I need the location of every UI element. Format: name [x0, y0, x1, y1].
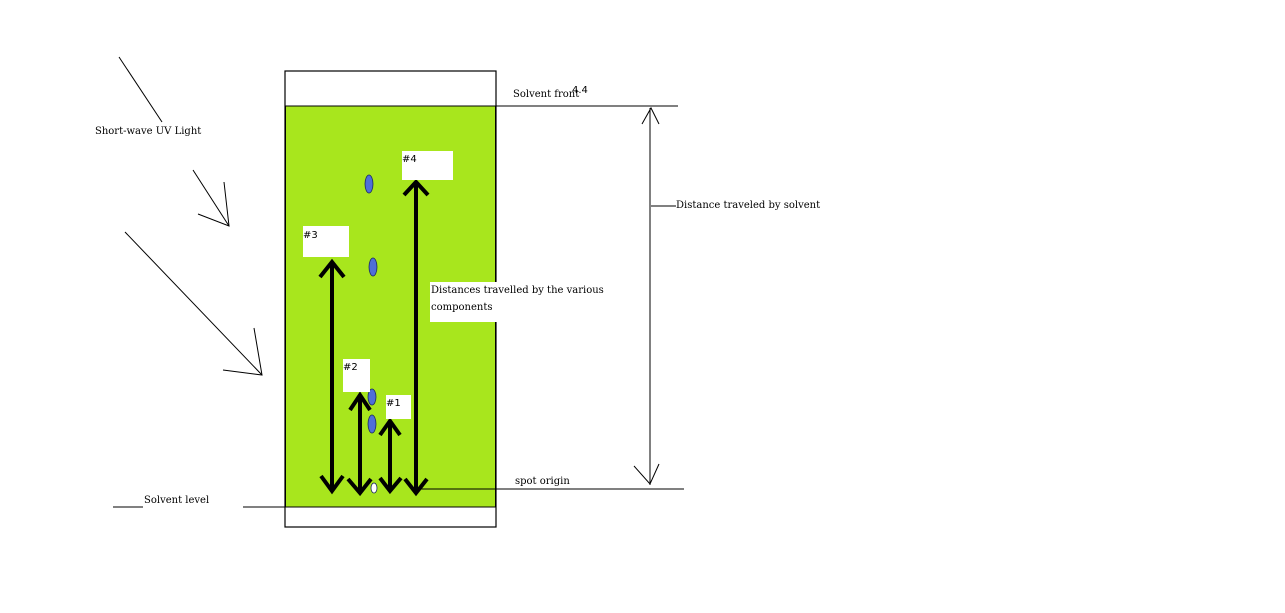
spot-origin-label: spot origin: [515, 476, 570, 487]
svg-text:#4: #4: [402, 154, 417, 165]
component-arrows: [318, 179, 430, 497]
uv-light-label: Short-wave UV Light: [95, 126, 201, 137]
solvent-distance-label: Distance traveled by solvent: [676, 200, 820, 211]
spot-1: [367, 414, 377, 434]
components-distance-label-line1: Distances travelled by the various: [431, 285, 604, 296]
component-label-3: #3: [303, 226, 349, 257]
uv-light-arrows: [118, 56, 263, 376]
solvent-distance-arrow: [633, 106, 676, 485]
solvent-front-label: Solvent front: [513, 89, 579, 100]
spots: [364, 174, 378, 494]
spot-2: [367, 388, 377, 406]
svg-text:#2: #2: [343, 362, 358, 373]
solvent-level-label: Solvent level: [144, 495, 209, 506]
spot-3: [368, 257, 378, 277]
component-label-2: #2: [343, 359, 370, 392]
svg-text:#1: #1: [386, 398, 401, 409]
spot-origin: [370, 482, 378, 494]
component-label-1: #1: [386, 395, 411, 419]
solvent-front-value: 4.4: [572, 85, 588, 96]
component-label-4: #4: [402, 151, 453, 180]
svg-text:#3: #3: [303, 230, 318, 241]
spot-4: [364, 174, 374, 194]
components-distance-label-box: [430, 282, 500, 322]
components-distance-label-line2: components: [431, 302, 492, 313]
